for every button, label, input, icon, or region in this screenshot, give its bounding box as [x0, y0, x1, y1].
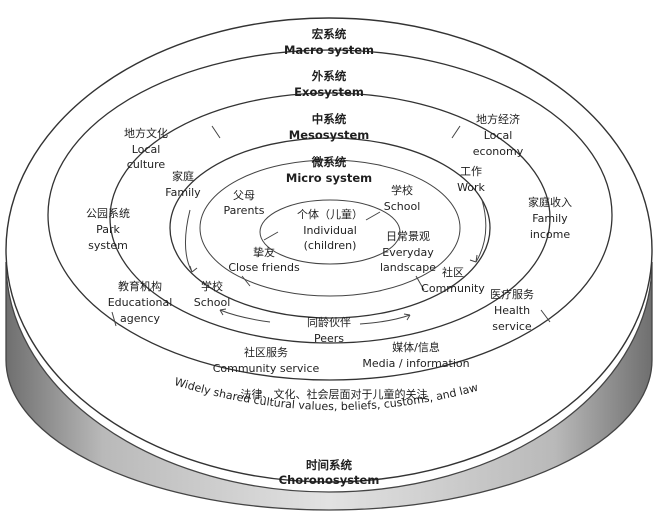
peers-en: Peers — [314, 332, 344, 345]
local-culture-en2: culture — [127, 158, 166, 171]
mesosystem-ring — [109, 92, 551, 344]
family-income-en2: income — [530, 228, 571, 241]
micro-system-ring — [169, 137, 491, 319]
local-culture-zh: 地方文化 — [124, 126, 168, 140]
local-culture-en1: Local — [132, 143, 161, 156]
meso-school-zh: 学校 — [201, 279, 223, 293]
individual-en-sub: (children) — [304, 239, 357, 252]
work-zh: 工作 — [460, 165, 482, 178]
health-service-zh: 医疗服务 — [490, 287, 534, 301]
landscape-en2: landscape — [380, 261, 436, 274]
exo-title-en: Exosystem — [294, 85, 364, 99]
health-service-en1: Health — [494, 304, 530, 317]
micro-school-en: School — [384, 200, 421, 213]
landscape-zh: 日常景观 — [386, 230, 430, 243]
work-en: Work — [457, 181, 485, 194]
parents-en: Parents — [224, 204, 265, 217]
close-friends-en: Close friends — [228, 261, 300, 274]
park-system-zh: 公园系统 — [86, 207, 130, 220]
community-service-en: Community service — [213, 362, 320, 375]
macro-title-en: Macro system — [284, 43, 374, 57]
educational-agency-en2: agency — [120, 312, 161, 325]
meso-school-en: School — [194, 296, 231, 309]
exosystem-ring — [47, 49, 613, 381]
micro-school-zh: 学校 — [391, 183, 413, 197]
inner-micro-ring — [199, 159, 461, 297]
individual-en: Individual — [303, 224, 357, 237]
meso-title-zh: 中系统 — [312, 112, 347, 126]
health-service-en2: service — [492, 320, 532, 333]
community-en: Community — [421, 282, 485, 295]
individual-ellipse — [259, 199, 401, 265]
park-system-en1: Park — [96, 223, 120, 236]
local-economy-zh: 地方经济 — [476, 112, 520, 126]
landscape-en1: Everyday — [382, 246, 434, 259]
micro-title-zh: 微系统 — [311, 155, 347, 169]
educational-agency-en1: Educational — [108, 296, 173, 309]
chronosystem-band — [5, 261, 653, 511]
chrono-title-zh: 时间系统 — [306, 458, 352, 472]
family-zh: 家庭 — [172, 169, 194, 183]
educational-agency-zh: 教育机构 — [118, 279, 162, 293]
exo-title-zh: 外系统 — [311, 69, 347, 83]
macro-title-zh: 宏系统 — [312, 27, 347, 41]
close-friends-zh: 挚友 — [253, 245, 275, 259]
local-economy-en2: economy — [473, 145, 524, 158]
peers-zh: 同龄伙伴 — [307, 315, 351, 329]
individual-zh: 个体（儿童） — [297, 207, 363, 221]
family-en: Family — [165, 186, 201, 199]
parents-zh: 父母 — [233, 189, 255, 202]
chrono-title-en: Choronosystem — [279, 473, 380, 487]
community-zh: 社区 — [442, 265, 464, 279]
macro-note-zh: 法律、文化、社会层面对于儿童的关注 — [241, 387, 428, 401]
local-economy-en1: Local — [484, 129, 513, 142]
community-service-zh: 社区服务 — [244, 345, 288, 359]
meso-title-en: Mesosystem — [289, 128, 369, 142]
flow-arrows — [111, 125, 551, 327]
media-information-zh: 媒体/信息 — [392, 340, 440, 354]
family-income-zh: 家庭收入 — [528, 195, 572, 209]
family-income-en1: Family — [532, 212, 568, 225]
media-information-en: Media / information — [362, 357, 469, 370]
micro-title-en: Micro system — [286, 171, 372, 185]
park-system-en2: system — [88, 239, 128, 252]
